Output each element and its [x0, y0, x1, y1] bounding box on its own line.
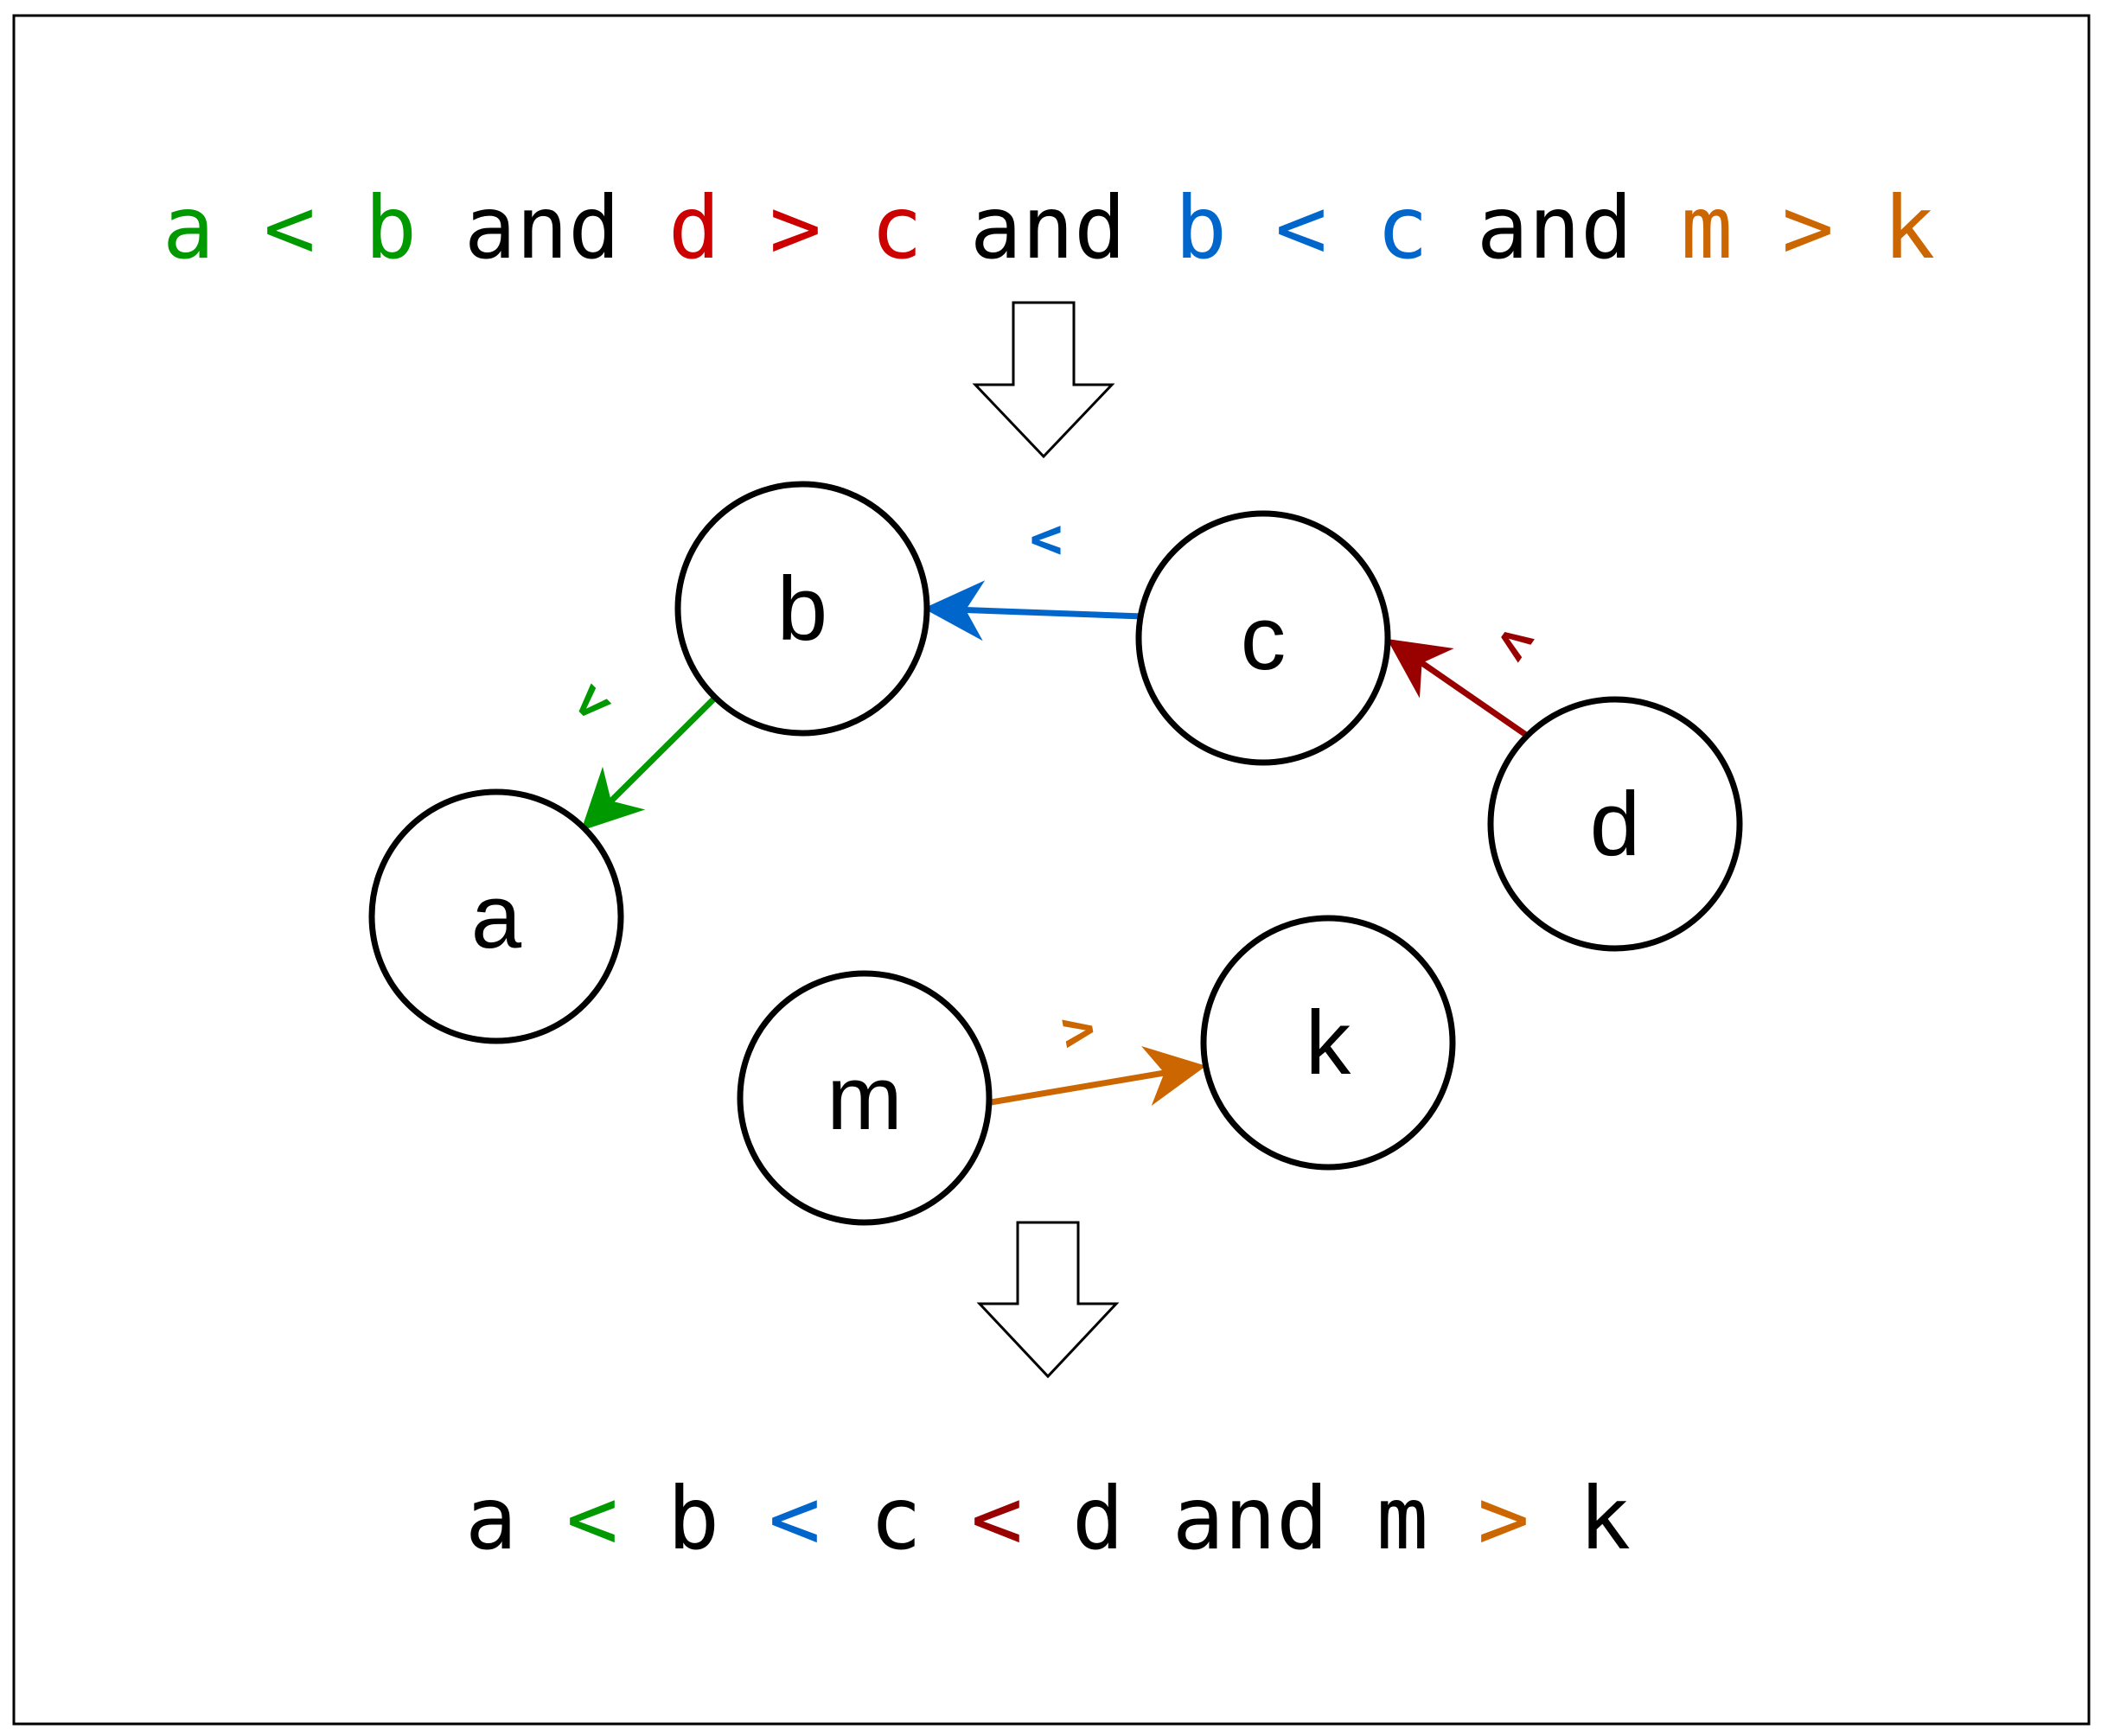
- bottom-token: b: [667, 1468, 719, 1569]
- frame-border: [12, 14, 2091, 1726]
- edge-c-to-b: [923, 580, 1144, 641]
- node-label: k: [1306, 992, 1351, 1094]
- node-label: b: [777, 558, 827, 660]
- top-expression: a < b and d > c and b < c and m > k: [163, 177, 1935, 278]
- node-label: m: [827, 1048, 902, 1149]
- node-d: d: [1487, 696, 1743, 952]
- edge-label-c-b: <: [1030, 507, 1063, 571]
- node-k: k: [1200, 915, 1456, 1171]
- bottom-token: <: [566, 1468, 618, 1569]
- top-token: and: [464, 177, 621, 278]
- edge-label-b-a: <: [556, 668, 625, 737]
- bottom-token: and: [1172, 1468, 1329, 1569]
- node-m: m: [737, 970, 993, 1226]
- top-token: b: [1175, 177, 1227, 278]
- top-token: and: [1477, 177, 1633, 278]
- down-arrow-icon: [972, 301, 1115, 459]
- top-token: c: [1376, 177, 1428, 278]
- node-label: c: [1241, 588, 1287, 689]
- top-token: d: [668, 177, 720, 278]
- down-arrow-icon: [976, 1221, 1120, 1379]
- top-token: <: [264, 177, 316, 278]
- bottom-token: k: [1579, 1468, 1631, 1569]
- bottom-token: <: [769, 1468, 821, 1569]
- top-token: >: [770, 177, 821, 278]
- top-token: m: [1681, 177, 1733, 278]
- top-token: c: [871, 177, 923, 278]
- bottom-token: >: [1478, 1468, 1529, 1569]
- top-token: >: [1782, 177, 1834, 278]
- edge-b-to-a: [581, 696, 717, 831]
- bottom-expression: a < b < c < d and m > k: [465, 1468, 1631, 1569]
- bottom-token: m: [1376, 1468, 1428, 1569]
- bottom-token: d: [1072, 1468, 1124, 1569]
- node-label: a: [471, 866, 522, 967]
- top-token: and: [970, 177, 1127, 278]
- bottom-token: <: [971, 1468, 1023, 1569]
- edge-m-to-k: [990, 1046, 1206, 1107]
- top-token: <: [1275, 177, 1327, 278]
- node-b: b: [674, 481, 930, 737]
- node-label: d: [1590, 774, 1640, 875]
- edge-label-m-k: >: [1057, 996, 1101, 1065]
- bottom-token: c: [870, 1468, 922, 1569]
- edge-d-to-c: [1387, 639, 1528, 737]
- node-a: a: [368, 788, 624, 1044]
- edge-label-d-c: <: [1483, 606, 1547, 678]
- top-token: k: [1883, 177, 1935, 278]
- top-token: a: [163, 177, 214, 278]
- node-c: c: [1135, 510, 1391, 766]
- top-token: b: [365, 177, 417, 278]
- bottom-token: a: [465, 1468, 517, 1569]
